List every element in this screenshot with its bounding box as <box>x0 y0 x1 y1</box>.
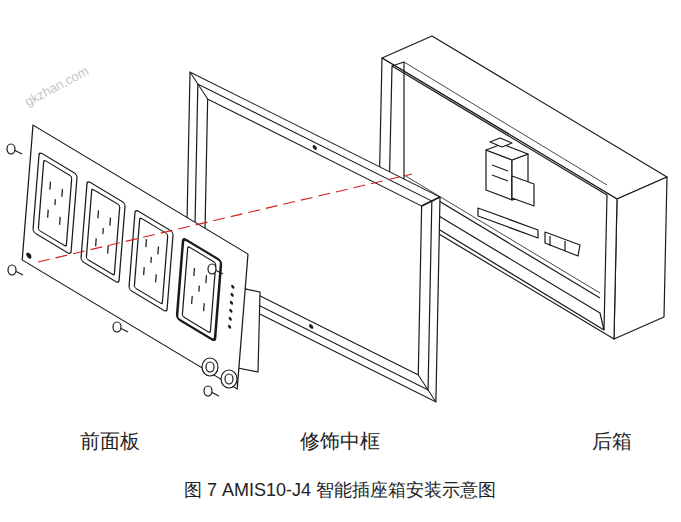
drawing-stroke <box>193 268 195 276</box>
drawing-stroke <box>492 175 508 181</box>
socket <box>81 181 125 284</box>
drawing-stroke <box>203 303 205 311</box>
alignment-line <box>38 174 412 262</box>
drawing-stroke <box>155 274 157 282</box>
watermark: gkzhan.com <box>22 63 91 109</box>
drawing-stroke <box>145 239 147 247</box>
connector-knobs <box>202 358 237 388</box>
drawing-stroke <box>198 286 200 292</box>
drawing-stroke <box>190 72 208 99</box>
drawing-stroke <box>47 210 49 218</box>
drawing-stroke <box>182 246 216 333</box>
drawing-stroke <box>177 238 221 341</box>
drawing-stroke <box>191 296 193 304</box>
drawing-stroke <box>8 265 23 275</box>
socket <box>177 238 221 341</box>
drawing-stroke <box>230 292 233 297</box>
socket <box>33 152 77 255</box>
drawing-stroke <box>49 182 51 190</box>
drawing-stroke <box>221 370 237 388</box>
drawing-stroke <box>113 322 128 332</box>
drawing-stroke <box>38 160 72 247</box>
drawing-stroke <box>134 217 168 304</box>
drawing-stroke <box>231 284 234 289</box>
drawing-stroke <box>225 374 233 384</box>
drawing-stroke <box>478 208 538 238</box>
drawing-stroke <box>204 386 212 396</box>
drawing-stroke <box>490 138 512 147</box>
drawing-stroke <box>486 144 528 160</box>
drawing-stroke <box>205 275 207 283</box>
drawing-stroke <box>230 300 233 305</box>
drawing-stroke <box>614 177 667 339</box>
part-label: 后箱 <box>592 428 632 455</box>
drawing-stroke <box>113 322 121 332</box>
drawing-stroke <box>422 188 440 215</box>
drawing-stroke <box>204 386 219 396</box>
drawing-stroke <box>313 145 316 150</box>
drawing-stroke <box>549 236 550 246</box>
drawing-stroke <box>229 308 232 313</box>
figure-caption: 图 7 AMIS10-J4 智能插座箱安装示意图 <box>184 478 496 502</box>
drawing-stroke <box>59 217 61 225</box>
socket <box>129 209 173 312</box>
drawing-stroke <box>107 246 109 254</box>
drawing-stroke <box>61 189 63 197</box>
drawing-stroke <box>27 252 31 258</box>
part-label: 前面板 <box>80 428 140 455</box>
din-module <box>478 138 580 256</box>
screws <box>7 144 223 396</box>
drawing-stroke <box>22 125 248 389</box>
drawing-stroke <box>86 189 120 276</box>
drawing-stroke <box>492 165 508 171</box>
drawing-stroke <box>545 232 580 256</box>
drawing-stroke <box>208 264 223 274</box>
drawing-stroke <box>129 209 173 312</box>
drawing-stroke <box>95 238 97 246</box>
drawing-stroke <box>202 358 218 376</box>
drawing-stroke <box>564 241 565 251</box>
drawing-stroke <box>418 375 436 402</box>
drawing-stroke <box>206 362 214 372</box>
drawing-stroke <box>208 264 216 274</box>
drawing-stroke <box>109 218 111 226</box>
drawing-stroke <box>7 144 22 154</box>
drawing-stroke <box>97 210 99 218</box>
part-label: 修饰中框 <box>300 428 380 455</box>
drawing-stroke <box>7 144 15 154</box>
drawing-stroke <box>8 265 16 275</box>
drawing-stroke <box>143 267 145 275</box>
indicator-leds <box>228 284 235 329</box>
drawing-stroke <box>54 199 56 205</box>
drawing-stroke <box>81 181 125 284</box>
drawing-stroke <box>102 228 104 234</box>
drawing-stroke <box>33 152 77 255</box>
front-panel <box>22 125 248 389</box>
drawing-stroke <box>157 246 159 254</box>
drawing-stroke <box>228 324 231 329</box>
drawing-stroke <box>150 257 152 263</box>
drawing-stroke <box>310 324 313 329</box>
drawing-stroke <box>229 316 232 321</box>
drawing-stroke <box>512 176 534 206</box>
